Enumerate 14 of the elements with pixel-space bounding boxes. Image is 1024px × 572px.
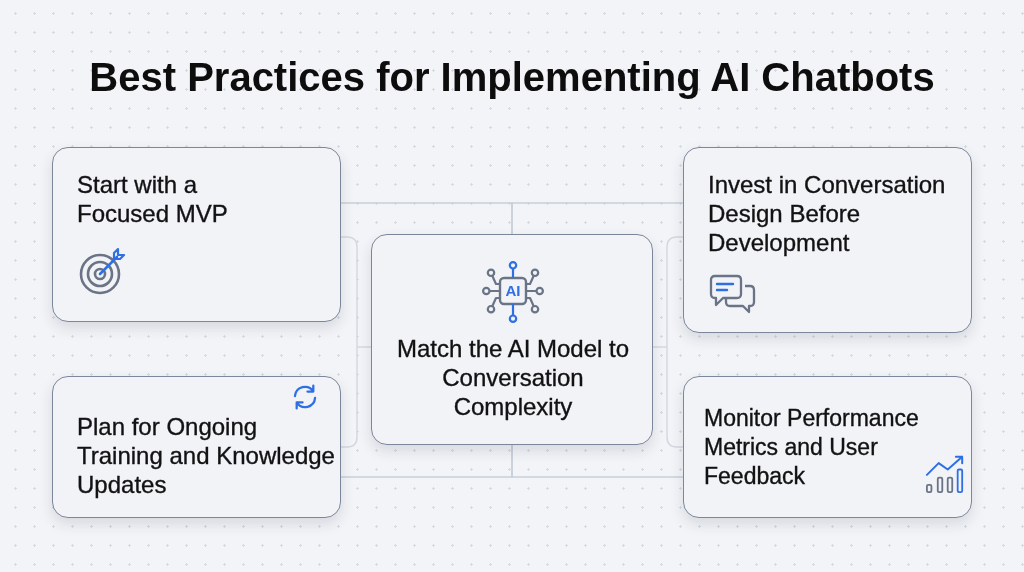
card-title: Match the AI Model to Conversation Complexity — [396, 334, 630, 421]
practice-card — [683, 147, 972, 333]
card-title: Invest in Conversation Design Before Development — [708, 170, 947, 257]
practice-card — [371, 234, 653, 445]
card-title: Start with a Focused MVP — [77, 170, 229, 228]
card-title: Plan for Ongoing Training and Knowledge Updates — [77, 412, 336, 499]
chip-label: AI — [505, 283, 521, 299]
card-title: Monitor Performance Metrics and User Feedback — [704, 404, 920, 491]
connector-line — [511, 202, 684, 235]
practice-card — [52, 147, 341, 322]
connector-line — [511, 444, 684, 478]
practice-card — [52, 376, 341, 518]
practice-card — [683, 376, 972, 518]
diagram-title: Best Practices for Implementing AI Chatbots — [89, 54, 935, 100]
